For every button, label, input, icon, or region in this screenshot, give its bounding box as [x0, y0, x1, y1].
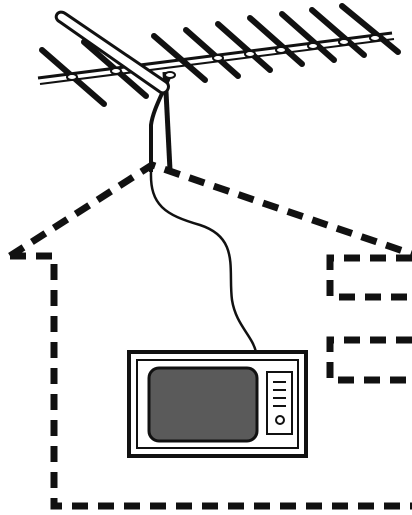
side-window-frame [326, 254, 412, 301]
side-window-frame-lower [326, 336, 412, 384]
house-walls [10, 252, 412, 510]
antenna-lead [149, 74, 172, 172]
antenna-rivets [66, 34, 381, 81]
tv-icon [127, 350, 308, 458]
tv-screen [147, 366, 259, 443]
tv-knob [275, 415, 285, 425]
roof-line [8, 161, 412, 259]
antenna-elements [39, 3, 401, 107]
tv-control-lines [273, 381, 286, 407]
coaxial-cable-icon [149, 171, 258, 353]
antenna-dipole [54, 10, 170, 95]
antenna-icon [37, 3, 401, 172]
